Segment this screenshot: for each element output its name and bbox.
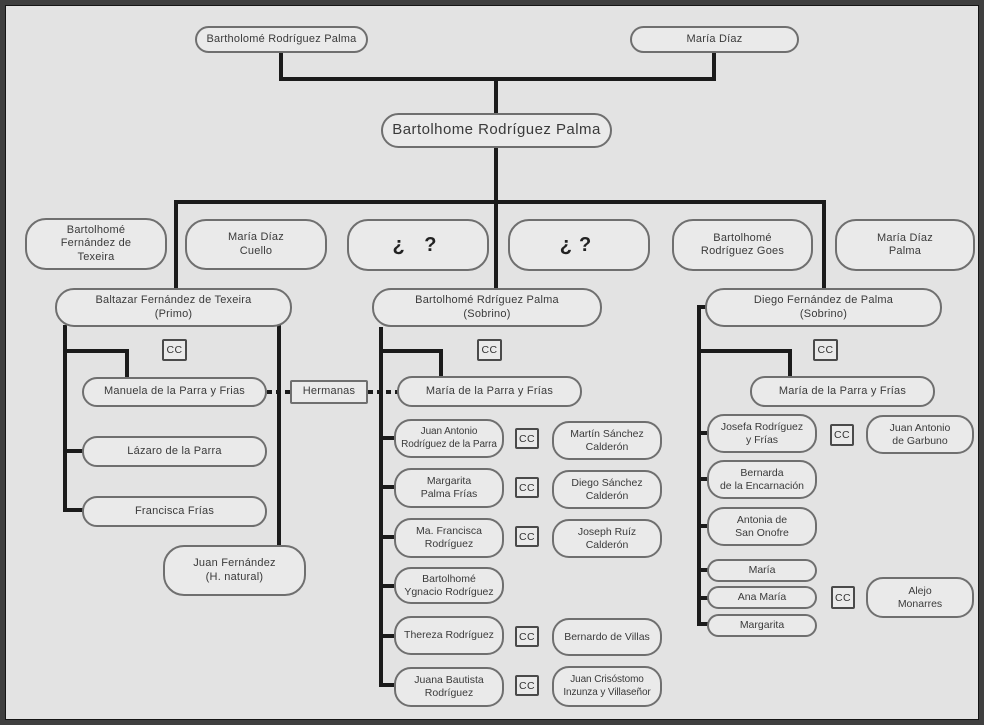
connector-line [63, 508, 83, 512]
person-node-middle-spouse-6: Juan Crisóstomo Inzunza y Villaseñor [552, 666, 662, 707]
person-node-middle-child-2: Margarita Palma Frías [394, 468, 504, 508]
connector-line [379, 535, 395, 539]
connector-line [697, 305, 707, 309]
connector-line [697, 568, 709, 572]
connector-line [279, 77, 716, 81]
connector-line [379, 327, 383, 687]
person-node-middle-child-6: Juana Bautista Rodríguez [394, 667, 504, 707]
connector-line [697, 524, 709, 528]
person-node-middle-spouse-1: Martín Sánchez Calderón [552, 421, 662, 460]
person-node-right-child-2: Bernarda de la Encarnación [707, 460, 817, 499]
connector-line [697, 431, 709, 435]
person-node-middle-child-1: Juan Antonio Rodríguez de la Parra [394, 419, 504, 458]
connector-line [174, 204, 178, 288]
person-node-left-head: Baltazar Fernández de Texeira (Primo) [55, 288, 292, 327]
person-node-left-child-1: Lázaro de la Parra [82, 436, 267, 467]
person-node-gen2-heir: Bartolhome Rodríguez Palma [381, 113, 612, 148]
connector-line [279, 51, 283, 81]
person-node-middle-spouse-3: Joseph Ruíz Calderón [552, 519, 662, 558]
connector-line [494, 81, 498, 113]
cc-badge-middle-child-3: CC [515, 526, 539, 547]
connector-line [494, 204, 498, 288]
connector-line [63, 449, 83, 453]
person-node-gen3-6: María Díaz Palma [835, 219, 975, 271]
person-node-gen3-5: Bartolhomé Rodríguez Goes [672, 219, 813, 271]
connector-line [379, 349, 443, 353]
connector-line [697, 349, 792, 353]
cc-badge-right-child-1: CC [830, 424, 854, 446]
hermanas-dashed-line [368, 390, 398, 394]
cc-badge-middle-child-5: CC [515, 626, 539, 647]
person-node-middle-child-5: Thereza Rodríguez [394, 616, 504, 655]
person-node-right-spouse: María de la Parra y Frías [750, 376, 935, 407]
hermanas-dashed-line [267, 390, 291, 394]
cc-badge-right-head: CC [813, 339, 838, 361]
person-node-middle-spouse: María de la Parra y Frías [397, 376, 582, 407]
person-node-right-child-3: Antonia de San Onofre [707, 507, 817, 546]
person-node-right-child-4: María [707, 559, 817, 582]
person-node-gen3-2: María Díaz Cuello [185, 219, 327, 270]
person-node-left-child-2: Francisca Frías [82, 496, 267, 527]
connector-line [494, 148, 498, 204]
person-node-right-child-1: Josefa Rodríguez y Frías [707, 414, 817, 453]
person-node-middle-child-4: Bartolhomé Ygnacio Rodríguez [394, 567, 504, 604]
person-node-right-head: Diego Fernández de Palma (Sobrino) [705, 288, 942, 327]
person-node-middle-spouse-5: Bernardo de Villas [552, 618, 662, 656]
connector-line [174, 200, 826, 204]
connector-line [439, 349, 443, 376]
person-node-left-spouse: Manuela de la Parra y Frias [82, 377, 267, 407]
person-node-gen1-mother: María Díaz [630, 26, 799, 53]
cc-badge-left-head: CC [162, 339, 187, 361]
person-node-middle-child-3: Ma. Francisca Rodríguez [394, 518, 504, 558]
connector-line [63, 349, 129, 353]
cc-badge-middle-child-6: CC [515, 675, 539, 696]
person-node-gen3-1: Bartolhomé Fernández de Texeira [25, 218, 167, 270]
connector-line [788, 349, 792, 376]
person-node-right-spouse-1: Juan Antonio de Garbuno [866, 415, 974, 454]
person-node-left-child-3: Juan Fernández (H. natural) [163, 545, 306, 596]
connector-line [822, 204, 826, 288]
person-node-right-spouse-5: Alejo Monarres [866, 577, 974, 618]
connector-line [63, 325, 67, 512]
connector-line [125, 349, 129, 377]
connector-line [697, 305, 701, 626]
person-node-middle-spouse-2: Diego Sánchez Calderón [552, 470, 662, 509]
connector-line [379, 634, 395, 638]
connector-line [379, 485, 395, 489]
connector-line [697, 622, 709, 626]
person-node-gen1-father: Bartholomé Rodríguez Palma [195, 26, 368, 53]
cc-badge-middle-child-1: CC [515, 428, 539, 449]
person-node-right-child-5: Ana María [707, 586, 817, 609]
connector-line [712, 51, 716, 81]
cc-badge-right-child-5: CC [831, 586, 855, 609]
person-node-gen3-unknown-1: ¿ ? [347, 219, 489, 271]
connector-line [697, 477, 709, 481]
connector-line [277, 325, 281, 545]
connector-line [379, 683, 395, 687]
person-node-gen3-unknown-2: ¿? [508, 219, 650, 271]
person-node-middle-head: Bartolhomé Rdríguez Palma (Sobrino) [372, 288, 602, 327]
person-node-right-child-6: Margarita [707, 614, 817, 637]
connector-line [379, 436, 395, 440]
connector-line [697, 596, 709, 600]
connector-line [379, 584, 395, 588]
cc-badge-middle-child-2: CC [515, 477, 539, 498]
cc-badge-middle-head: CC [477, 339, 502, 361]
hermanas-label-box: Hermanas [290, 380, 368, 404]
